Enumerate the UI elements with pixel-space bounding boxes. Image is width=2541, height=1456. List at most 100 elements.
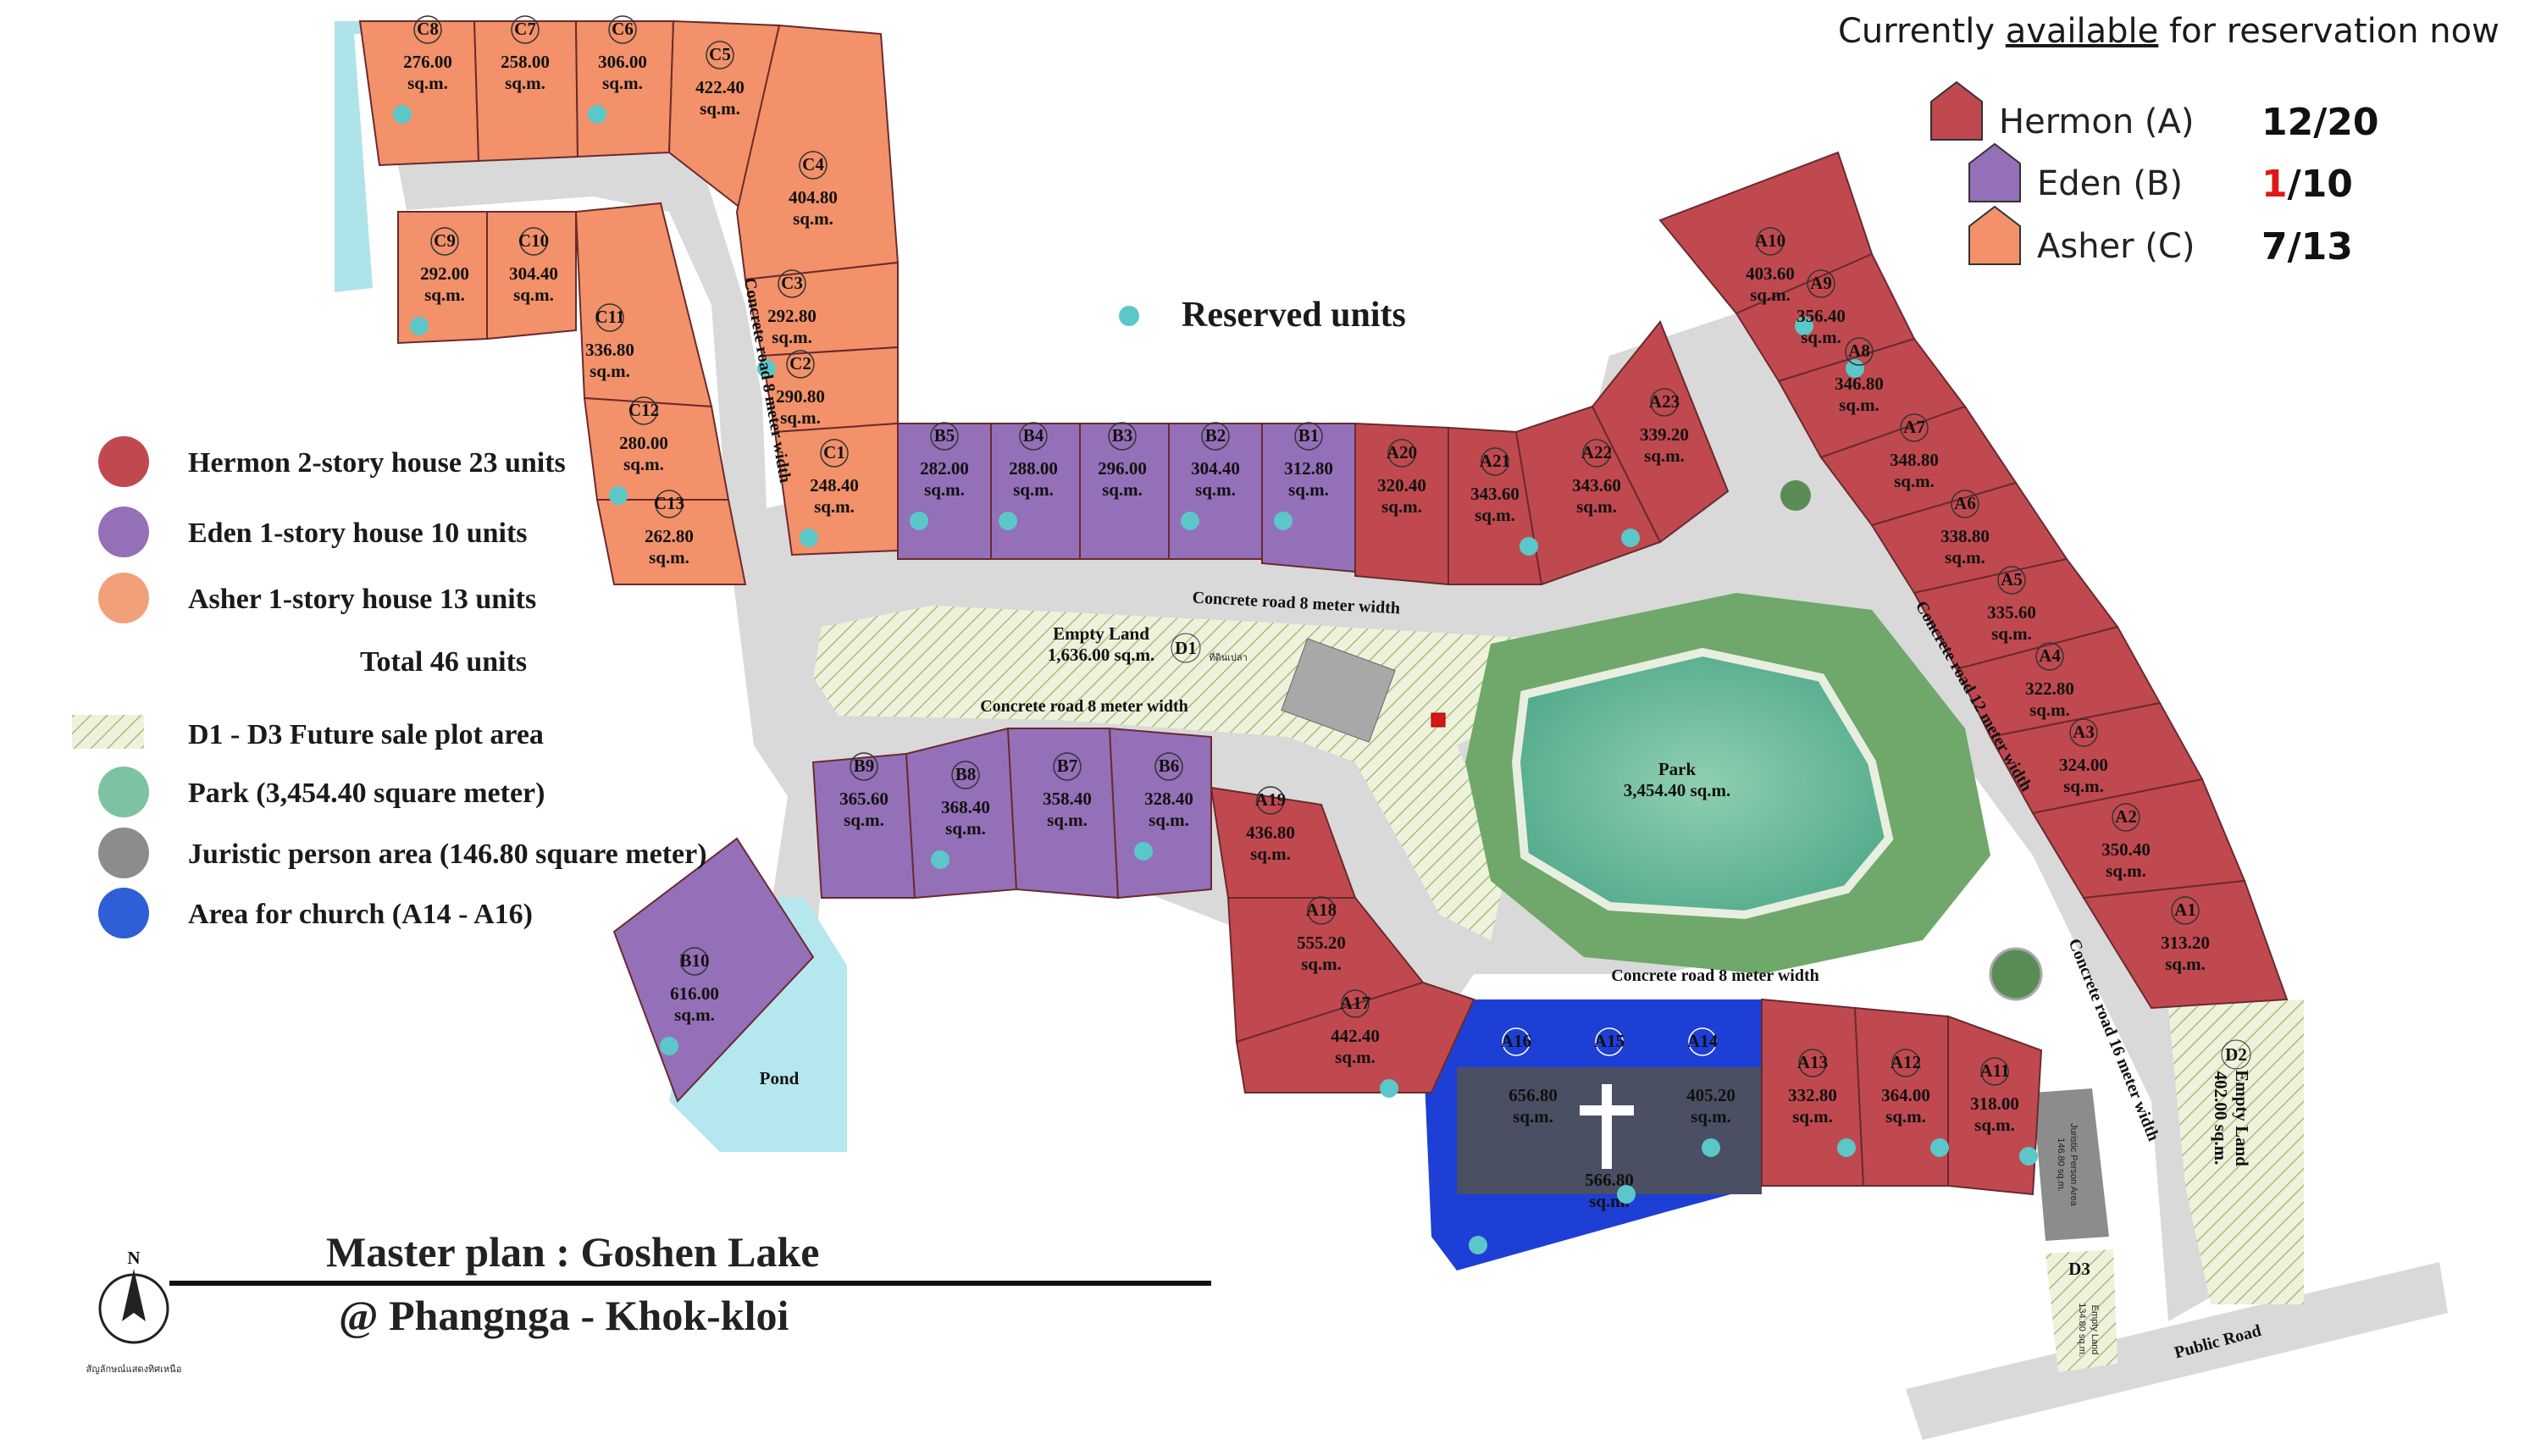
plot-area-c7: 258.00: [501, 52, 550, 72]
plot-id-b3: B3: [1112, 425, 1133, 446]
plot-unit-a2: sq.m.: [2106, 861, 2146, 881]
plot-badge-b3: [1108, 422, 1137, 451]
plot-c8: [358, 20, 480, 167]
north-thai-label: สัญลักษณ์แสดงทิศเหนือ: [86, 1364, 182, 1375]
plot-badge-c6: [608, 15, 637, 44]
plot-area-b2: 304.40: [1191, 458, 1240, 479]
plot-area-b7: 358.40: [1043, 789, 1092, 809]
plot-id-c1: C1: [823, 442, 845, 462]
plot-area-b10: 616.00: [670, 983, 719, 1004]
plot-id-c12: C12: [628, 400, 659, 420]
church-id-a15: A15: [1594, 1031, 1625, 1051]
empty-land-d2: [2168, 999, 2304, 1304]
church-area-a16: 656.80: [1509, 1085, 1558, 1105]
plot-area-c2: 290.80: [776, 386, 825, 407]
plot-area-a10: 403.60: [1746, 263, 1795, 284]
plot-badge-c13: [655, 490, 684, 518]
reserved-dot: [800, 529, 818, 547]
plot-unit-b9: sq.m.: [844, 810, 884, 830]
plot-badge-b9: [850, 752, 878, 781]
plot-unit-c13: sq.m.: [649, 547, 689, 567]
plot-c13: [595, 499, 747, 585]
plot-id-b4: B4: [1023, 425, 1044, 446]
plot-id-b7: B7: [1057, 756, 1078, 776]
plot-unit-c7: sq.m.: [505, 73, 545, 93]
plot-area-a3: 324.00: [2059, 755, 2108, 775]
plot-badge-a7: [1900, 413, 1929, 442]
plot-unit-a8: sq.m.: [1839, 395, 1879, 415]
title-underlined: available: [2005, 12, 2159, 51]
reserved-dot: [1274, 512, 1293, 530]
plot-id-b2: B2: [1205, 425, 1226, 446]
plot-unit-a6: sq.m.: [1945, 547, 1985, 567]
plot-a11: [1947, 1015, 2043, 1196]
church-badge-a16: [1502, 1027, 1531, 1056]
plot-area-c3: 292.80: [767, 306, 817, 326]
plot-id-a7: A7: [1903, 417, 1925, 437]
legend-swatch: [98, 573, 149, 623]
plot-area-a5: 335.60: [1987, 602, 2036, 623]
plot-badge-a23: [1650, 388, 1679, 417]
reserved-dot: [410, 317, 429, 335]
plot-unit-a11: sq.m.: [1974, 1115, 2015, 1135]
legend-swatch: [98, 888, 149, 938]
plot-area-a2: 350.40: [2101, 839, 2151, 860]
plot-unit-a3: sq.m.: [2063, 776, 2104, 796]
plot-badge-a19: [1256, 786, 1285, 815]
juristic-area: [2033, 1088, 2109, 1241]
reserved-dot: [999, 512, 1017, 530]
plot-unit-a9: sq.m.: [1801, 327, 1841, 347]
plot-badge-a20: [1387, 439, 1416, 468]
plot-area-b6: 328.40: [1144, 789, 1193, 809]
plot-unit-a23: sq.m.: [1644, 446, 1685, 466]
plot-id-a3: A3: [2073, 722, 2095, 742]
plot-badge-a18: [1307, 896, 1336, 925]
plot-unit-b1: sq.m.: [1288, 479, 1329, 500]
reserved-dot: [1846, 359, 1864, 378]
church-badge-a15: [1595, 1027, 1624, 1056]
plot-area-c9: 292.00: [420, 263, 469, 284]
plot-id-a12: A12: [1891, 1052, 1921, 1072]
plot-badge-a21: [1481, 447, 1509, 476]
plot-area-b9: 365.60: [839, 789, 889, 809]
plot-badge-a13: [1798, 1049, 1827, 1077]
juristic-label: Juristic Person Area: [2068, 1123, 2079, 1207]
plot-id-a19: A19: [1255, 789, 1286, 810]
plot-unit-a21: sq.m.: [1475, 505, 1515, 525]
empty-land-2-label: Empty Land: [2232, 1070, 2252, 1166]
master-plan-title: Master plan : Goshen Lake: [326, 1228, 819, 1276]
reserved-dot-legend: [1119, 306, 1139, 326]
plot-id-a5: A5: [2001, 569, 2023, 590]
plot-area-c1: 248.40: [810, 475, 859, 495]
empty-land-3-label: Empty Land: [2090, 1305, 2100, 1355]
plot-unit-c4: sq.m.: [793, 208, 833, 229]
plot-id-c5: C5: [709, 44, 731, 64]
legend-swatch: [98, 828, 149, 878]
plot-area-a23: 339.20: [1640, 424, 1689, 445]
availability-title: Currently available for reservation now: [1838, 12, 2499, 51]
plot-b10: [612, 837, 815, 1103]
plot-id-b8: B8: [955, 764, 977, 784]
reserved-dot: [1380, 1079, 1398, 1098]
plot-area-a20: 320.40: [1377, 475, 1426, 495]
master-plan-subtitle: @ Phangnga - Khok-kloi: [339, 1292, 789, 1339]
plot-area-a8: 346.80: [1835, 374, 1884, 394]
plot-unit-b5: sq.m.: [924, 479, 965, 500]
plot-id-a8: A8: [1848, 340, 1870, 361]
title-post: for reservation now: [2158, 12, 2499, 51]
empty-land-1-code: D1: [1175, 638, 1197, 658]
legend-item-2: Asher 1-story house 13 units: [188, 584, 536, 615]
plot-badge-a9: [1807, 269, 1835, 298]
reserved-dot: [393, 105, 412, 124]
title-pre: Currently: [1838, 12, 2006, 51]
total-count: /10: [2288, 163, 2353, 206]
reserved-dot: [1837, 1138, 1856, 1157]
title-rule: [169, 1281, 1211, 1286]
plot-c10: [486, 211, 577, 340]
empty-land-3-area: 134.80 sq.m.: [2077, 1303, 2087, 1357]
plot-unit-c2: sq.m.: [780, 407, 821, 428]
legend-item-6: Juristic person area (146.80 square mete…: [188, 839, 707, 870]
plot-badge-a4: [2035, 642, 2064, 671]
plot-unit-a17: sq.m.: [1335, 1047, 1376, 1067]
